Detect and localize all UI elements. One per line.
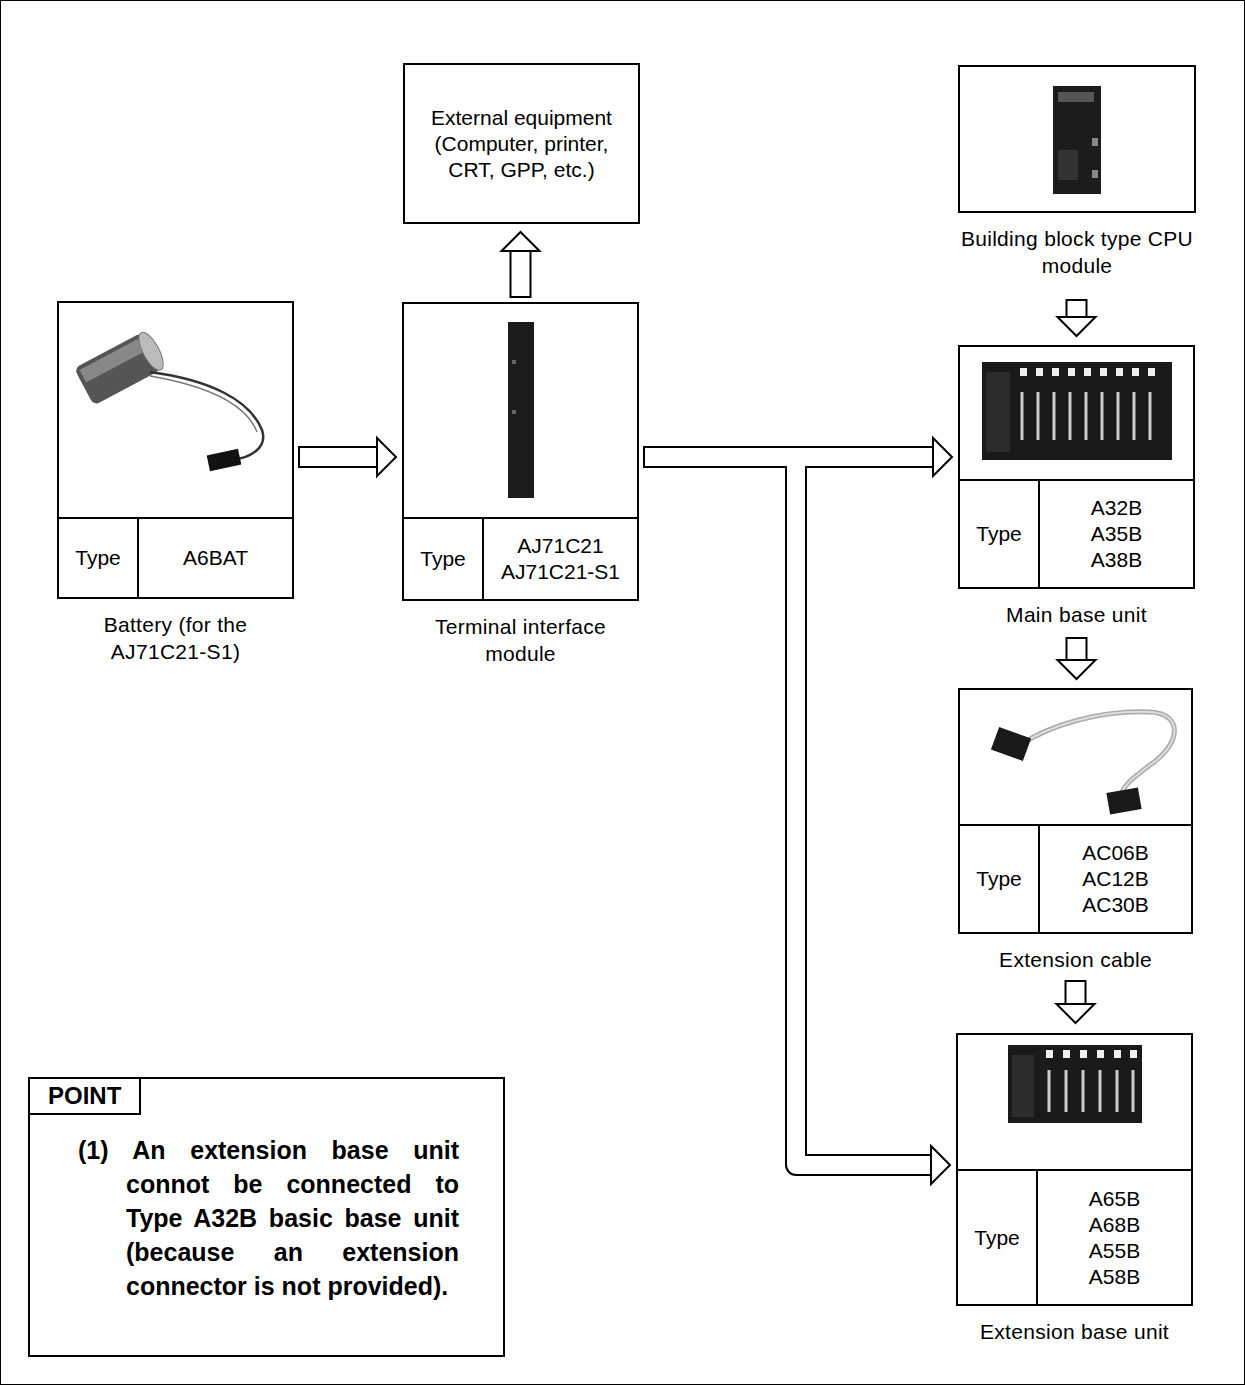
type-heading: Type [420, 547, 466, 571]
type-values: AJ71C21AJ71C21-S1 [484, 519, 637, 599]
type-row: Type AC06BAC12BAC30B [960, 824, 1191, 932]
hollow-arrow-fill [645, 457, 936, 1165]
model-number: A6BAT [183, 545, 248, 571]
arrow-head-group [933, 438, 952, 476]
box-label: External equipment (Computer, printer, C… [415, 105, 628, 183]
hollow-arrow-head [1058, 317, 1096, 336]
type-row: Type A32BA35BA38B [960, 479, 1193, 587]
model-number: A58B [1089, 1264, 1140, 1290]
model-number: A68B [1089, 1212, 1140, 1238]
type-cell: Type [404, 519, 484, 599]
part-caption: Terminal interface module [402, 613, 639, 667]
model-number: A32B [1091, 495, 1142, 521]
battery-box: Type A6BAT Battery (for the AJ71C21-S1) [57, 301, 294, 665]
hollow-arrow-fill [512, 246, 530, 296]
hollow-arrow-head [1058, 660, 1096, 679]
arrow-head-group [377, 438, 396, 476]
note-text: (1) An extension base unit connot be con… [126, 1133, 459, 1303]
model-number: A35B [1091, 521, 1142, 547]
interface-module-box: Type AJ71C21AJ71C21-S1Terminal interface … [402, 302, 639, 667]
arrow-head-group [1058, 660, 1096, 679]
type-heading: Type [976, 522, 1022, 546]
type-values: AC06BAC12BAC30B [1040, 826, 1191, 932]
terminal-module-picture [508, 322, 534, 498]
arrow-head-group [502, 232, 540, 251]
base-unit-box: Type A65BA68BA55BA58B Extension base unit [956, 1033, 1193, 1345]
type-values: A65BA68BA55BA58B [1038, 1171, 1191, 1304]
hollow-arrow-head [502, 232, 540, 251]
type-values: A32BA35BA38B [1040, 481, 1193, 587]
type-heading: Type [75, 546, 121, 570]
picture-area [404, 304, 637, 517]
picture-area [958, 1035, 1191, 1169]
main-base-picture [982, 362, 1172, 460]
extension-base-picture [1008, 1045, 1142, 1123]
part-caption: Extension cable [958, 946, 1193, 973]
part-frame: Type A6BAT [57, 301, 294, 599]
hollow-arrow-head [377, 438, 396, 476]
model-number: AJ71C21 [517, 533, 603, 559]
part-caption: Building block type CPU module [958, 225, 1196, 279]
model-number: A65B [1089, 1186, 1140, 1212]
type-heading: Type [976, 867, 1022, 891]
part-caption: Battery (for the AJ71C21-S1) [57, 611, 294, 665]
model-number: AC12B [1082, 866, 1149, 892]
type-heading: Type [974, 1226, 1020, 1250]
base-unit-box: Type A32BA35BA38B Main base unit [958, 345, 1195, 628]
part-frame: Type AC06BAC12BAC30B [958, 688, 1193, 934]
equipment-box: External equipment (Computer, printer, C… [403, 63, 640, 224]
type-values: A6BAT [139, 519, 292, 597]
model-number: A38B [1091, 547, 1142, 573]
cpu-module-picture [1053, 86, 1101, 194]
part-frame: Type A65BA68BA55BA58B [956, 1033, 1193, 1306]
type-cell: Type [960, 481, 1040, 587]
part-frame: Type A32BA35BA38B [958, 345, 1195, 589]
model-number: AC30B [1082, 892, 1149, 918]
point-note-box: POINT (1) An extension base unit connot b… [28, 1077, 505, 1357]
arrow-head-group [1057, 1004, 1095, 1023]
type-row: Type A6BAT [59, 517, 292, 597]
part-caption: Main base unit [958, 601, 1195, 628]
type-cell: Type [958, 1171, 1038, 1304]
part-caption: Extension base unit [956, 1318, 1193, 1345]
arrow-head-group [1058, 317, 1096, 336]
model-number: AC06B [1082, 840, 1149, 866]
model-number: A55B [1089, 1238, 1140, 1264]
picture-area [59, 303, 292, 517]
hollow-arrow-head [933, 438, 952, 476]
type-row: Type A65BA68BA55BA58B [958, 1169, 1191, 1304]
extension-cable-picture [991, 712, 1174, 815]
hollow-arrow-head [1057, 1004, 1095, 1023]
picture-area [960, 347, 1193, 479]
model-number: AJ71C21-S1 [501, 559, 620, 585]
hollow-arrow-head [931, 1146, 950, 1184]
note-heading: POINT [30, 1079, 141, 1115]
cpu-module-box: Building block type CPU module [958, 65, 1196, 279]
type-row: Type AJ71C21AJ71C21-S1 [404, 517, 637, 599]
cable-box: Type AC06BAC12BAC30B Extension cable [958, 688, 1193, 973]
type-cell: Type [960, 826, 1040, 932]
picture-area [960, 690, 1191, 824]
battery-picture [74, 329, 263, 471]
type-cell: Type [59, 519, 139, 597]
arrow-head-group [931, 1146, 950, 1184]
hollow-arrow-fill [300, 448, 382, 466]
part-frame: Type AJ71C21AJ71C21-S1 [402, 302, 639, 601]
picture-frame [958, 65, 1196, 213]
